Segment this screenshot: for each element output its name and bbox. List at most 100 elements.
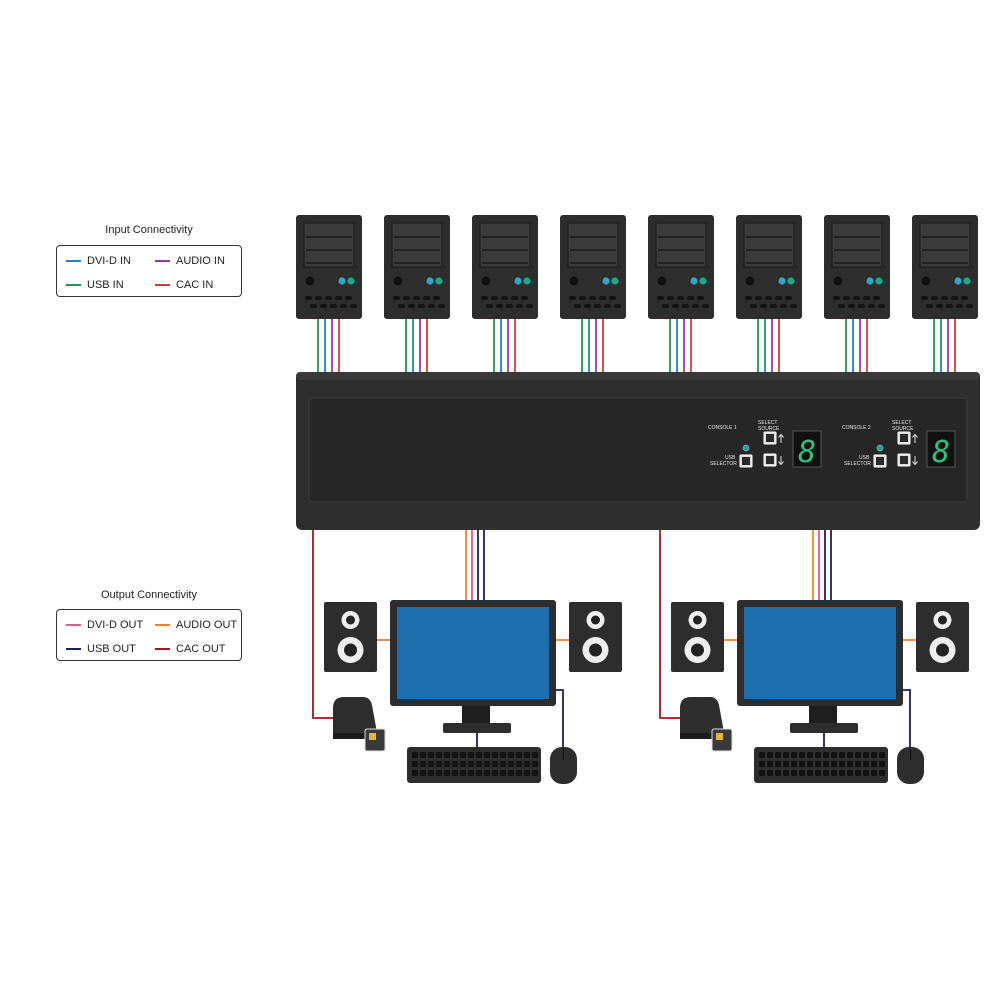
drive-bays — [743, 222, 795, 268]
led-blue — [602, 277, 610, 285]
speaker-tweeter-center — [346, 615, 355, 625]
vent-slot — [310, 304, 317, 308]
vent-slot — [569, 296, 576, 300]
usb-selector-label-2: SELECTOR — [844, 461, 871, 467]
keyboard-key — [807, 752, 813, 758]
mouse-usb-cable — [903, 689, 911, 748]
keyboard-key — [412, 770, 418, 776]
workstations — [324, 600, 969, 784]
speaker-woofer-center — [344, 643, 357, 657]
legend-label: USB OUT — [87, 643, 136, 655]
select-source-label-2: SOURCE — [892, 426, 914, 432]
vent-slot — [574, 304, 581, 308]
vent-slot — [418, 304, 425, 308]
keyboard-key — [839, 752, 845, 758]
keyboard-key — [420, 752, 426, 758]
vent-slot — [863, 296, 870, 300]
keyboard-key — [484, 770, 490, 776]
drive-bays — [831, 222, 883, 268]
keyboard-key — [775, 770, 781, 776]
console-label: CONSOLE 1 — [708, 425, 737, 431]
drive-bays — [919, 222, 971, 268]
vent-slot — [325, 296, 332, 300]
vent-slot — [775, 296, 782, 300]
vent-slot — [858, 304, 865, 308]
drive-bays — [303, 222, 355, 268]
led-blue — [954, 277, 962, 285]
drive-bays — [391, 222, 443, 268]
speaker-woofer-center — [589, 643, 602, 657]
cac-card-chip — [716, 733, 723, 740]
legend-item-cac-out: CAC OUT — [155, 642, 226, 656]
vent-slot — [340, 304, 347, 308]
usb-led — [742, 444, 750, 452]
vent-slot — [931, 296, 938, 300]
input-cables — [317, 319, 956, 372]
vent-slot — [853, 296, 860, 300]
monitor-screen — [744, 607, 896, 699]
keyboard-key — [871, 761, 877, 767]
vent-slot — [956, 304, 963, 308]
dvi-in-swatch — [66, 260, 81, 262]
led-teal — [875, 277, 883, 285]
keyboard-key — [428, 752, 434, 758]
vent-slot — [614, 304, 621, 308]
monitor-base — [443, 723, 511, 733]
select-source-label-2: SOURCE — [758, 426, 780, 432]
keyboard-key — [444, 752, 450, 758]
keyboard-key — [791, 770, 797, 776]
monitor-screen — [397, 607, 549, 699]
cac-reader — [333, 697, 378, 738]
keyboard-key — [807, 770, 813, 776]
input-legend: DVI-D IN AUDIO IN USB IN CAC IN — [56, 245, 242, 297]
vent-slot — [521, 296, 528, 300]
vent-slot — [516, 304, 523, 308]
power-button — [921, 276, 931, 286]
keyboard-key — [783, 770, 789, 776]
cac-out-swatch — [155, 648, 170, 650]
keyboard-key — [767, 761, 773, 767]
speaker — [324, 602, 377, 672]
computer-tower — [384, 215, 450, 319]
legend-item-usb-out: USB OUT — [66, 642, 136, 656]
vent-slot — [921, 296, 928, 300]
arrow-down-icon — [912, 456, 918, 466]
keyboard-key — [863, 752, 869, 758]
arrow-up-icon — [912, 433, 918, 443]
led-blue — [690, 277, 698, 285]
computer-tower — [824, 215, 890, 319]
audio-out-swatch — [155, 624, 170, 626]
keyboard-key — [532, 770, 538, 776]
keyboard-key — [492, 761, 498, 767]
vent-slot — [345, 296, 352, 300]
keyboard-key — [436, 761, 442, 767]
legend-item-audio-out: AUDIO OUT — [155, 618, 237, 632]
cac-reader — [680, 697, 725, 738]
keyboard-key — [484, 752, 490, 758]
speaker-woofer-center — [936, 643, 949, 657]
keyboard-key — [815, 770, 821, 776]
computer-tower — [736, 215, 802, 319]
keyboard-key — [460, 770, 466, 776]
computer-tower — [472, 215, 538, 319]
keyboard-key — [468, 761, 474, 767]
keyboard-key — [500, 770, 506, 776]
keyboard-key — [532, 752, 538, 758]
keyboard-key — [799, 752, 805, 758]
keyboard-key — [847, 761, 853, 767]
keyboard-key — [863, 761, 869, 767]
vent-slot — [745, 296, 752, 300]
power-button — [393, 276, 403, 286]
keyboard-key — [767, 770, 773, 776]
vent-slot — [408, 304, 415, 308]
vent-slot — [584, 304, 591, 308]
keyboard-key — [516, 761, 522, 767]
keyboard-key — [524, 761, 530, 767]
select-source-label-1: SELECT — [892, 420, 911, 426]
monitor-neck — [809, 706, 837, 724]
power-button — [305, 276, 315, 286]
source-up-button-inner — [900, 434, 908, 442]
led-blue — [866, 277, 874, 285]
